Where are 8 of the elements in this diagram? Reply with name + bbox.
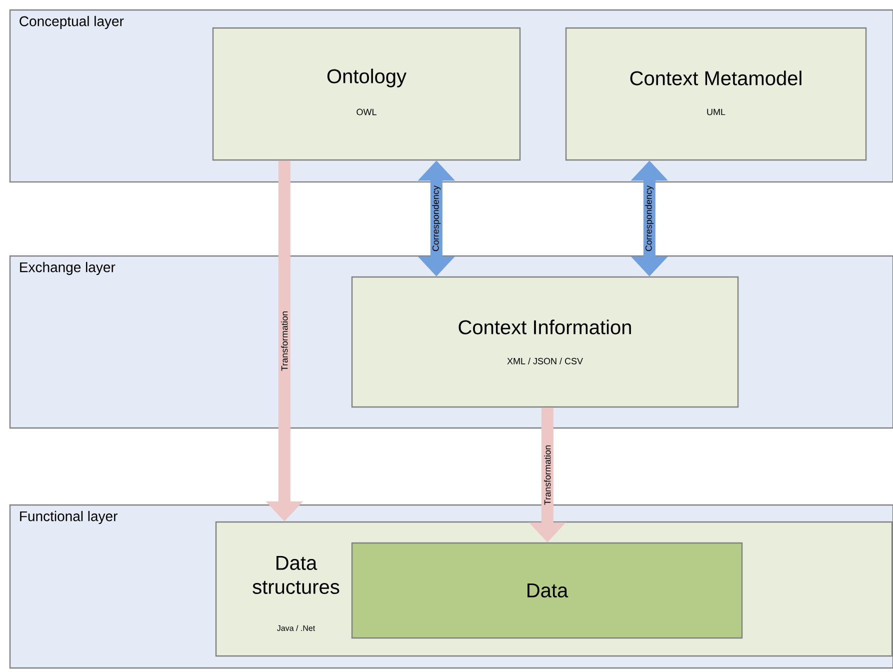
component-box: Ontology OWL bbox=[212, 27, 521, 161]
component-box: Context Information XML / JSON / CSV bbox=[351, 276, 739, 408]
component-box: Context Metamodel UML bbox=[565, 27, 867, 161]
edge-label: Transformation bbox=[281, 312, 288, 371]
edge-label: Transformation bbox=[544, 446, 551, 505]
data-box: Data bbox=[351, 542, 743, 639]
edge-label: Correspondency bbox=[645, 186, 654, 252]
edge-label: Correspondency bbox=[432, 186, 441, 252]
